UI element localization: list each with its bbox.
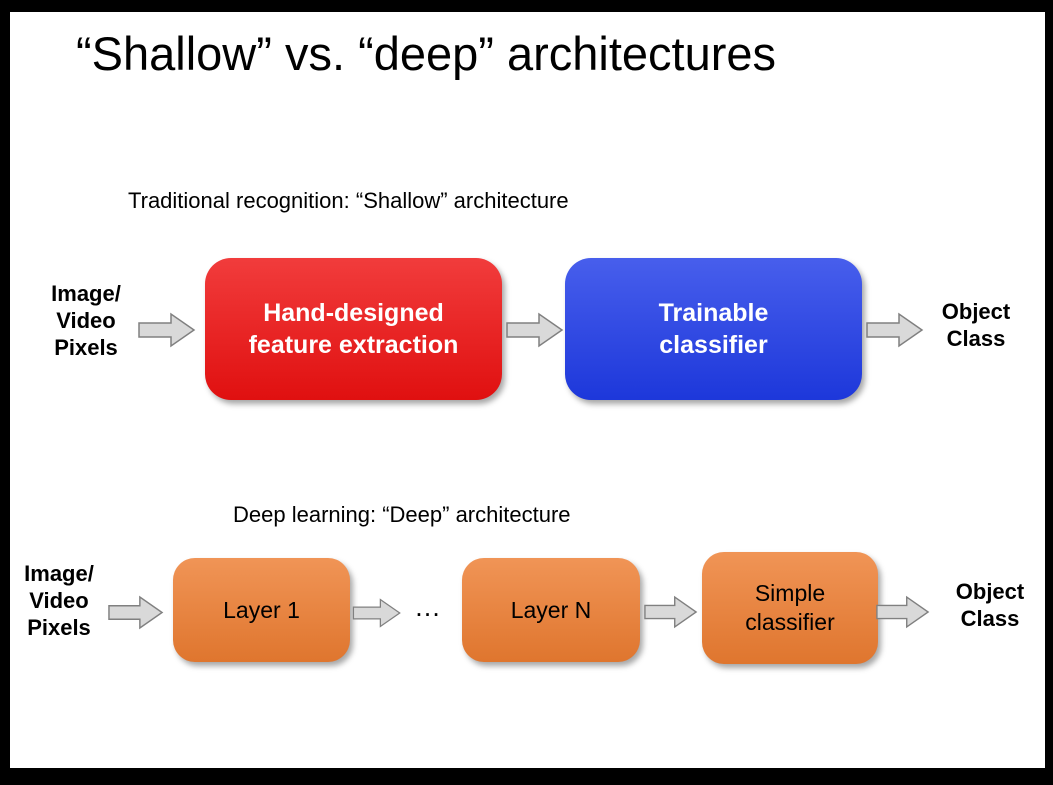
arrow-right-icon <box>108 594 164 631</box>
slide-canvas: “Shallow” vs. “deep” architectures Tradi… <box>10 12 1045 768</box>
hand-designed-feature-extraction-box: Hand-designed feature extraction <box>205 258 502 400</box>
simple-classifier-box: Simple classifier <box>702 552 878 664</box>
deep-section-heading: Deep learning: “Deep” architecture <box>233 502 571 527</box>
deep-output-label: Object Class <box>955 579 1025 631</box>
simple-classifier-label: Simple classifier <box>745 580 835 635</box>
layer-1-label: Layer 1 <box>223 596 300 623</box>
deep-input-label: Image/ Video Pixels <box>24 561 94 640</box>
trainable-classifier-label: Trainable classifier <box>658 299 769 359</box>
shallow-input-label: Image/ Video Pixels <box>51 281 121 360</box>
slide-title: “Shallow” vs. “deep” architectures <box>76 27 777 80</box>
arrow-right-icon <box>644 594 698 630</box>
arrow-right-icon <box>352 597 402 629</box>
shallow-section-heading: Traditional recognition: “Shallow” archi… <box>128 188 569 213</box>
layer-n-label: Layer N <box>510 596 592 623</box>
arrow-right-icon <box>866 311 924 349</box>
ellipsis-label: … <box>414 592 441 622</box>
arrow-right-icon <box>876 594 930 630</box>
hand-designed-feature-extraction-label: Hand-designed feature extraction <box>248 299 459 359</box>
shallow-output-label: Object Class <box>941 299 1011 351</box>
arrow-right-icon <box>506 311 564 349</box>
layer-n-box: Layer N <box>462 558 640 662</box>
arrow-right-icon <box>138 311 196 349</box>
layer-1-box: Layer 1 <box>173 558 350 662</box>
trainable-classifier-box: Trainable classifier <box>565 258 862 400</box>
